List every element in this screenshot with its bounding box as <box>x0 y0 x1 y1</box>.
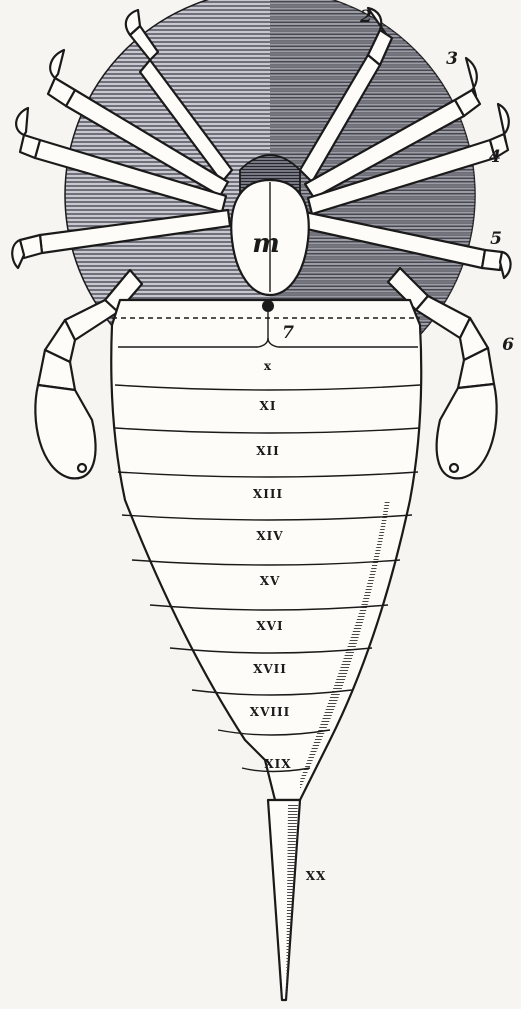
segment-label: XII <box>256 444 280 458</box>
segment-label: XIII <box>253 487 283 501</box>
abdomen <box>111 300 421 800</box>
leg-label-4: 4 <box>489 147 501 167</box>
telson <box>268 800 300 1000</box>
segment-label-7: 7 <box>282 323 294 343</box>
segment-label: XI <box>260 399 277 413</box>
segment-label: x <box>264 359 272 373</box>
segment-label: XIV <box>256 529 283 543</box>
segment-label: XV <box>260 574 281 588</box>
segment-label: XVIII <box>250 705 290 719</box>
segment-label: XIX <box>264 757 291 771</box>
leg-label-3: 3 <box>446 49 458 69</box>
segment-label: XX <box>306 869 327 883</box>
segment-label: XVI <box>256 619 283 633</box>
leg-label-5: 5 <box>490 229 502 249</box>
head-shield: m <box>231 155 308 295</box>
segment-label: XVII <box>253 662 287 676</box>
leg-label-6: 6 <box>502 335 514 355</box>
mouth-label: m <box>252 229 280 259</box>
leg-label-2: 2 <box>359 7 372 27</box>
